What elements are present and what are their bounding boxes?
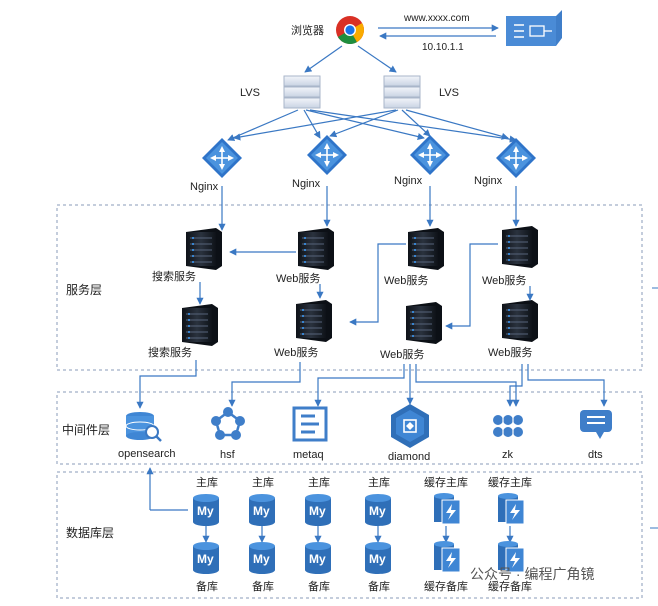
mysql-database-icon: My: [305, 542, 331, 574]
mysql-icon-text: My: [253, 504, 270, 518]
cache-database-icon: [434, 541, 461, 573]
nginx-label: Nginx: [190, 181, 219, 193]
mysql-icon-text: My: [197, 552, 214, 566]
browser-label: 浏览器: [291, 23, 324, 37]
slave-db-label: 缓存备库: [424, 579, 468, 593]
service-label: Web服务: [384, 274, 428, 287]
diamond-icon: [391, 404, 429, 448]
server-icon: [502, 300, 538, 342]
nginx-label: Nginx: [474, 175, 503, 187]
middleware-layer-box: [56, 391, 643, 465]
mysql-icon-text: My: [253, 552, 270, 566]
server-icon: [408, 228, 444, 270]
mysql-database-icon: My: [365, 494, 391, 526]
cache-database-icon: [498, 541, 525, 573]
server-icon: [502, 226, 538, 268]
slave-db-label: 备库: [196, 579, 218, 593]
metaq-icon: [292, 406, 328, 442]
cache-database-icon: [434, 493, 461, 525]
master-db-label: 主库: [308, 476, 330, 489]
master-db-label: 主库: [196, 476, 218, 489]
master-db-label: 主库: [368, 476, 390, 489]
database-layer-label: 数据库层: [66, 525, 114, 540]
mysql-icon-text: My: [197, 504, 214, 518]
nginx-router-icon: [410, 135, 450, 175]
middleware-label: opensearch: [118, 448, 176, 460]
nginx-router-icon: [496, 138, 536, 178]
mysql-icon-text: My: [309, 504, 326, 518]
service-layer-label: 服务层: [66, 282, 102, 297]
dns-server-icon: [506, 10, 562, 46]
mysql-database-icon: My: [249, 542, 275, 574]
master-db-label: 缓存主库: [488, 475, 532, 489]
watermark-text: 公众号 · 编程广角镜: [470, 566, 594, 582]
slave-db-label: 备库: [368, 579, 390, 593]
service-layer-box: [56, 204, 643, 371]
mysql-database-icon: My: [193, 542, 219, 574]
service-label: Web服务: [274, 346, 318, 359]
ip-label: 10.10.1.1: [422, 42, 464, 53]
chrome-browser-icon: [336, 16, 364, 44]
middleware-label: diamond: [388, 451, 430, 463]
server-icon: [186, 228, 222, 270]
middleware-layer-label: 中间件层: [62, 422, 110, 437]
server-icon: [182, 304, 218, 346]
mysql-database-icon: My: [193, 494, 219, 526]
url-label: www.xxxx.com: [403, 13, 470, 24]
nginx-label: Nginx: [292, 178, 321, 190]
mysql-icon-text: My: [309, 552, 326, 566]
mysql-database-icon: My: [305, 494, 331, 526]
mysql-icon-text: My: [369, 504, 386, 518]
slave-db-label: 备库: [252, 579, 274, 593]
service-label: Web服务: [276, 272, 320, 285]
mysql-icon-text: My: [369, 552, 386, 566]
mysql-database-icon: My: [365, 542, 391, 574]
opensearch-icon: [125, 412, 162, 442]
nginx-router-icon: [307, 135, 347, 175]
slave-db-label: 备库: [308, 579, 330, 593]
lvs-label: LVS: [240, 87, 260, 99]
service-label: Web服务: [482, 274, 526, 287]
middleware-label: dts: [588, 449, 603, 461]
lvs-node: [283, 75, 321, 109]
slave-db-label: 缓存备库: [488, 579, 532, 593]
server-icon: [298, 228, 334, 270]
zookeeper-icon: [493, 415, 523, 437]
cache-database-icon: [498, 493, 525, 525]
service-label: 搜索服务: [148, 345, 192, 359]
hsf-icon: [211, 407, 245, 440]
service-label: Web服务: [380, 348, 424, 361]
nginx-label: Nginx: [394, 175, 423, 187]
server-icon: [296, 300, 332, 342]
lvs-label: LVS: [439, 87, 459, 99]
master-db-label: 主库: [252, 476, 274, 489]
database-layer-box: [56, 471, 643, 599]
master-db-label: 缓存主库: [424, 475, 468, 489]
service-label: 搜索服务: [152, 269, 196, 283]
mysql-database-icon: My: [249, 494, 275, 526]
middleware-label: zk: [502, 449, 514, 461]
nginx-router-icon: [202, 138, 242, 178]
lvs-node: [383, 75, 421, 109]
middleware-label: metaq: [293, 449, 324, 461]
service-label: Web服务: [488, 346, 532, 359]
middleware-label: hsf: [220, 449, 236, 461]
server-icon: [406, 302, 442, 344]
dts-icon: [580, 410, 612, 439]
